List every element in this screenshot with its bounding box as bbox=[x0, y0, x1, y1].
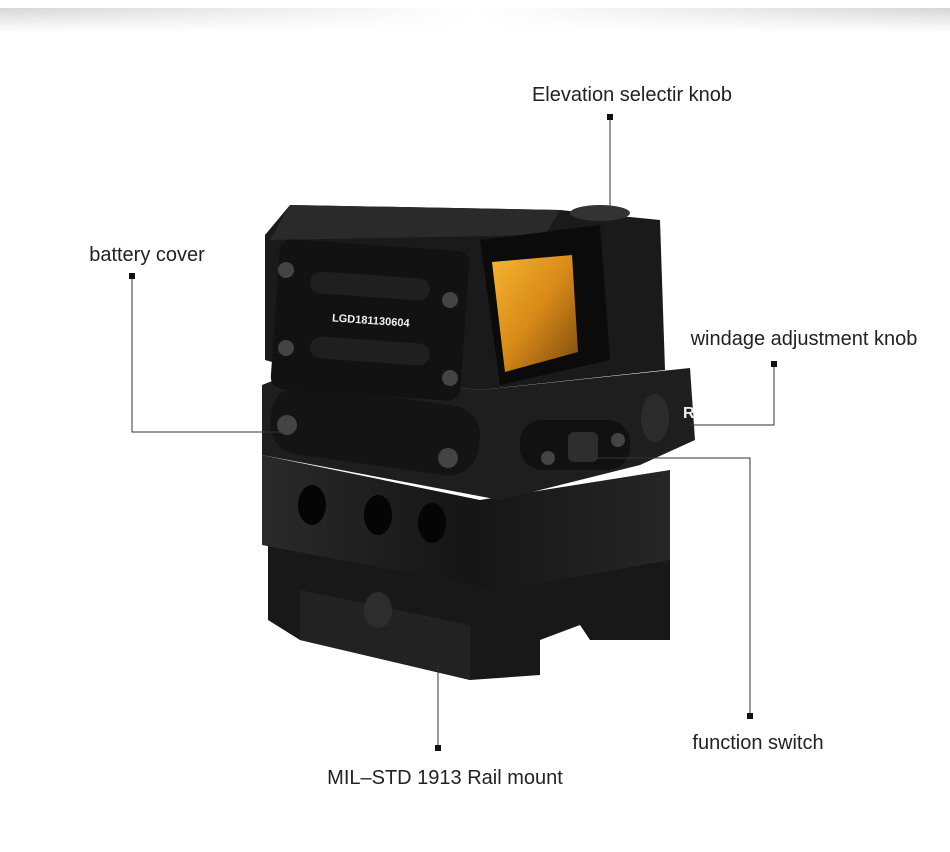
label-rail-mount: MIL–STD 1913 Rail mount bbox=[327, 767, 563, 789]
lens bbox=[492, 255, 578, 372]
leader-dots bbox=[129, 114, 777, 751]
leader-lines bbox=[131, 117, 775, 748]
body-upper: LGD181130604 bbox=[265, 205, 665, 401]
label-windage-knob: windage adjustment knob bbox=[690, 328, 918, 350]
top-shadow bbox=[0, 8, 950, 32]
leader-function bbox=[590, 457, 751, 716]
mount-screw bbox=[364, 592, 392, 628]
function-switch bbox=[568, 432, 598, 462]
label-elevation-knob: Elevation selectir knob bbox=[531, 84, 733, 106]
label-battery-cover: battery cover bbox=[89, 244, 205, 266]
leader-battery bbox=[131, 276, 285, 433]
mount-block bbox=[262, 455, 670, 590]
battery-cover bbox=[270, 384, 480, 476]
windage-knob bbox=[641, 394, 669, 442]
label-function-switch: function switch bbox=[692, 732, 824, 754]
serial-number: LGD181130604 bbox=[332, 312, 411, 329]
leader-windage bbox=[690, 364, 775, 426]
windage-mark: R bbox=[683, 405, 695, 422]
elevation-knob bbox=[570, 205, 630, 221]
